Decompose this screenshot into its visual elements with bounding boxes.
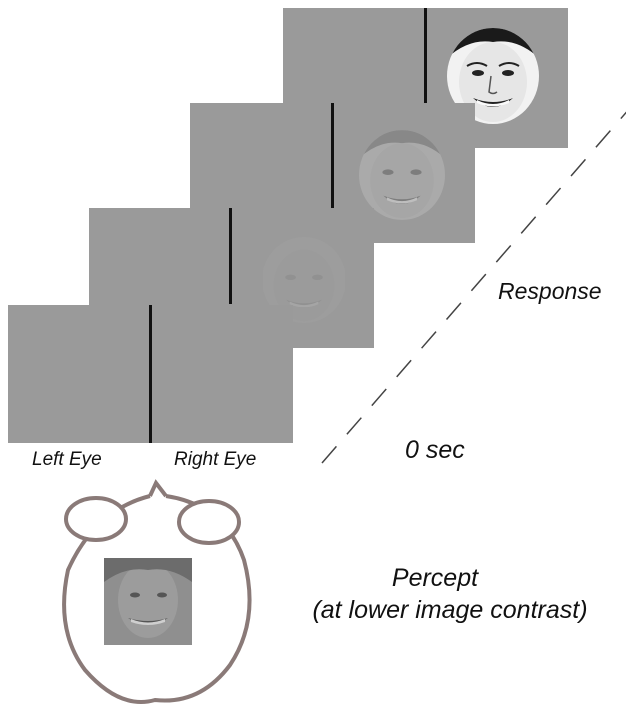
time-axis-dashed [321,111,626,464]
frame-1-divider [149,305,152,443]
response-label: Response [498,278,602,304]
frame-4-divider [424,8,427,105]
frame-2-divider [229,208,232,304]
frame-3-divider [331,103,334,208]
left-eye-label: Left Eye [32,449,102,470]
face-icon [359,130,445,220]
head-outline-icon [62,479,252,704]
percept-subtitle: (at lower image contrast) [312,596,588,624]
percept-title: Percept [391,564,479,592]
time-zero-label: 0 sec [405,436,465,464]
percept-face-icon [104,558,192,645]
right-eye-label: Right Eye [174,449,257,470]
